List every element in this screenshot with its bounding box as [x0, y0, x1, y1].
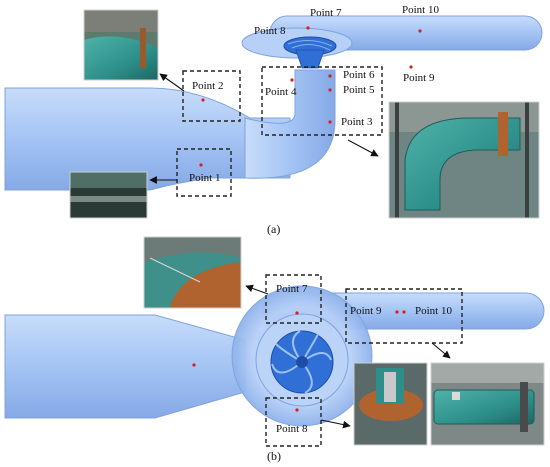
point-1-marker: [199, 163, 203, 167]
label-point-2-a: Point 2: [192, 80, 224, 92]
callout-box-point-2: [182, 70, 241, 122]
label-point-8-a: Point 8: [254, 25, 286, 37]
callout-box-point-8-b: [265, 397, 322, 447]
arrow-points-9-10-b: [431, 342, 451, 359]
label-point-7-b: Point 7: [276, 283, 308, 295]
elbow-pipe-a: [244, 69, 336, 179]
arrow-point-8-b: [320, 419, 351, 429]
arrow-point-7-b: [245, 284, 269, 295]
arrow-elbow-a: [347, 139, 379, 157]
label-point-8-b: Point 8: [276, 423, 308, 435]
label-point-6-a: Point 6: [343, 69, 375, 81]
label-point-3-a: Point 3: [341, 116, 373, 128]
impeller-b: [270, 330, 334, 394]
point-9-marker-b: [395, 310, 399, 314]
point-2-marker: [201, 98, 205, 102]
impeller-a: [283, 36, 337, 69]
label-point-10-a: Point 10: [402, 4, 439, 16]
arrow-point-2-a: [159, 73, 185, 92]
point-7-marker-b: [295, 311, 299, 315]
label-point-4-a: Point 4: [265, 86, 297, 98]
label-point-5-a: Point 5: [343, 84, 375, 96]
point-3-marker: [328, 120, 332, 124]
inlet-pipe-b: [4, 314, 246, 419]
label-point-9-b: Point 9: [350, 305, 382, 317]
point-8-marker-b: [295, 408, 299, 412]
point-10-marker-b: [402, 310, 406, 314]
photo-point-7-b: [143, 236, 242, 309]
caption-panel-a: (a): [267, 222, 281, 236]
label-point-10-b: Point 10: [415, 305, 452, 317]
callout-box-points-9-10-b: [345, 288, 463, 344]
photo-points-9-10-b: [430, 362, 545, 446]
label-point-9-a: Point 9: [403, 72, 435, 84]
callout-box-points-3-6: [261, 66, 383, 136]
caption-panel-b: (b): [267, 449, 281, 463]
callout-box-point-1: [176, 148, 232, 197]
point-7-marker: [306, 26, 310, 30]
photo-point-8-b: [353, 362, 428, 446]
callout-box-point-7-b: [265, 274, 322, 324]
label-point-7-a: Point 7: [310, 7, 342, 19]
point-5-marker: [328, 88, 332, 92]
point-9-marker: [409, 65, 413, 69]
inlet-marker-b: [192, 363, 196, 367]
photo-point-2-a: [83, 9, 159, 81]
point-4-marker: [290, 78, 294, 82]
photo-elbow-a: [388, 101, 540, 219]
measurement-points-a: [199, 26, 422, 167]
measurement-points-b: [192, 310, 406, 412]
label-point-1-a: Point 1: [189, 172, 221, 184]
photo-point-1-a: [69, 171, 148, 219]
inlet-pipe-a: [4, 87, 291, 191]
point-6-marker: [328, 74, 332, 78]
point-10-marker: [418, 29, 422, 33]
